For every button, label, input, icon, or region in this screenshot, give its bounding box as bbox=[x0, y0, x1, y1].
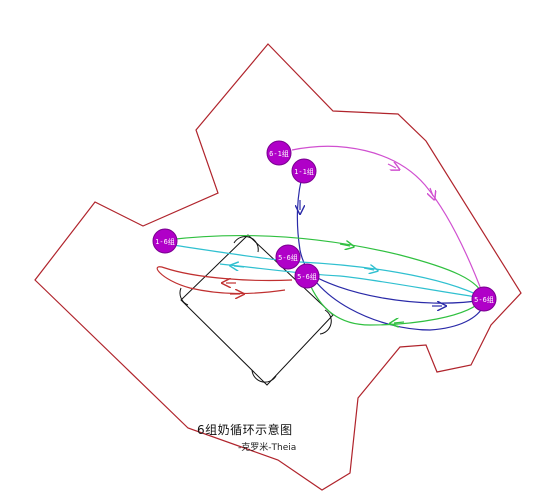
green-arrow bbox=[394, 322, 405, 323]
cyan-arrow bbox=[363, 268, 374, 270]
diagram-title: 6组奶循环示意图 bbox=[197, 423, 293, 437]
node-label: 5-6组 bbox=[297, 272, 317, 281]
node-label: 1-1组 bbox=[294, 167, 314, 176]
green-arrow bbox=[339, 244, 350, 246]
node-label: 1-6组 bbox=[155, 237, 175, 246]
magenta-arrow bbox=[387, 164, 396, 168]
node: 6-1组 bbox=[266, 140, 292, 166]
node: 1-1组 bbox=[291, 158, 317, 184]
room-outline bbox=[34, 43, 522, 491]
blue-path bbox=[296, 169, 485, 331]
node-label: 6-1组 bbox=[269, 149, 289, 158]
node-label: 5-6组 bbox=[278, 253, 298, 262]
node: 5-6组 bbox=[471, 286, 497, 312]
magenta-arrow bbox=[430, 187, 433, 196]
node: 5-6组 bbox=[275, 244, 301, 270]
boss-platform bbox=[179, 234, 334, 386]
cyan-arrow bbox=[234, 266, 245, 267]
diagram-subtitle: -克罗米-Theia bbox=[238, 443, 297, 453]
node-label: 5-6组 bbox=[474, 295, 494, 304]
cyan-path bbox=[165, 243, 485, 299]
node: 5-6组 bbox=[294, 263, 320, 289]
red-path bbox=[156, 266, 293, 295]
node: 1-6组 bbox=[152, 228, 178, 254]
magenta-path bbox=[291, 145, 485, 298]
cyan-path bbox=[219, 263, 485, 299]
